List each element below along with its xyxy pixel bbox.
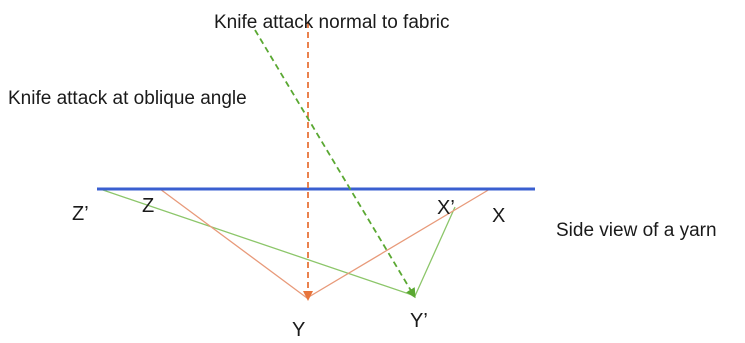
oblique-attack-label: Knife attack at oblique angle	[8, 88, 247, 109]
point-z-prime: Z’	[72, 203, 89, 225]
point-x-prime: X’	[437, 197, 455, 219]
oblique-attack-arrow	[254, 29, 416, 299]
point-y-prime: Y’	[410, 310, 428, 332]
yarn-label: Side view of a yarn	[556, 220, 717, 241]
point-z: Z	[142, 195, 154, 217]
normal-attack-label: Knife attack normal to fabric	[214, 12, 450, 33]
point-x: X	[492, 205, 505, 227]
point-y: Y	[292, 319, 305, 341]
